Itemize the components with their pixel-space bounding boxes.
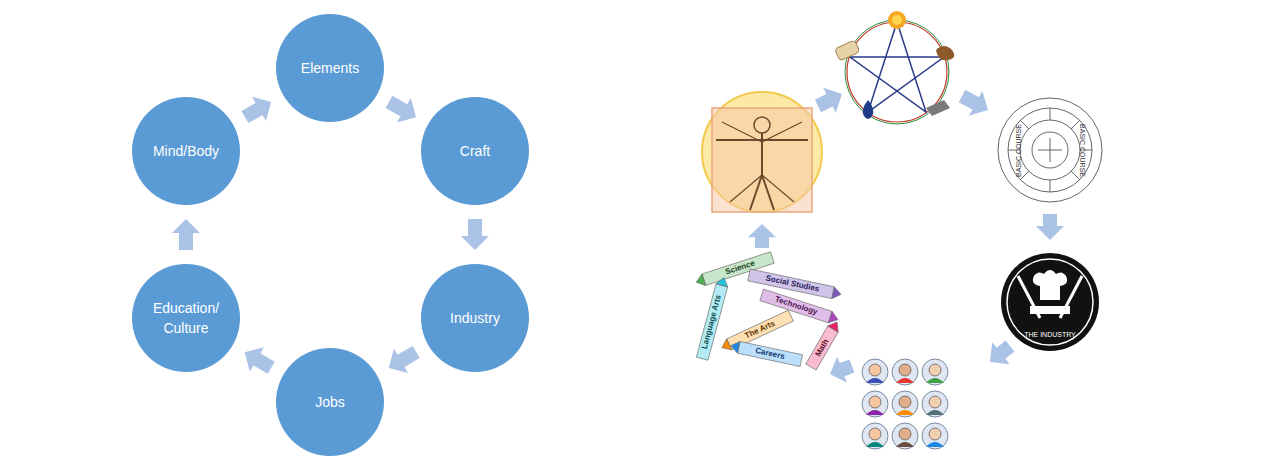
picture-arrow	[830, 356, 854, 382]
cycle-arrow	[241, 97, 271, 123]
cycle-arrow	[389, 346, 420, 373]
vitruvian-figure	[702, 92, 822, 212]
cycle-arrow	[386, 96, 417, 123]
circle-label: Jobs	[315, 392, 345, 412]
industry-badge	[1001, 253, 1099, 351]
people-grid	[862, 359, 948, 449]
wheel-text: BASIC COURSE	[1079, 124, 1086, 177]
cycle-arrow	[245, 347, 275, 374]
cycle-circle: Education/ Culture	[132, 264, 240, 372]
picture-arrow	[748, 224, 776, 248]
cycle-circle: Jobs	[276, 348, 384, 456]
wheel-text: BASIC COURSE	[1015, 124, 1022, 177]
crayon-text: Social Studies	[764, 274, 819, 293]
five-elements-figure	[834, 11, 954, 124]
circle-label: Industry	[450, 308, 500, 328]
circle-label: Education/ Culture	[144, 298, 228, 339]
cycle-circle: Craft	[421, 97, 529, 205]
basic-course-wheel	[998, 98, 1102, 202]
cycle-arrow	[172, 219, 200, 250]
circle-label: Mind/Body	[153, 141, 219, 161]
picture-arrow	[959, 90, 988, 116]
cycle-circle: Industry	[421, 264, 529, 372]
picture-arrow	[815, 88, 842, 113]
cycle-circle: Elements	[276, 14, 384, 122]
picture-arrow	[990, 341, 1014, 365]
circle-label: Elements	[301, 58, 359, 78]
picture-arrows	[748, 88, 1064, 383]
crayon-bundle	[694, 252, 842, 370]
circle-label: Craft	[460, 141, 490, 161]
badge-text: THE INDUSTRY	[1024, 331, 1076, 338]
picture-arrow	[1036, 214, 1064, 240]
cycle-arrow	[461, 219, 489, 250]
cycle-circle: Mind/Body	[132, 97, 240, 205]
